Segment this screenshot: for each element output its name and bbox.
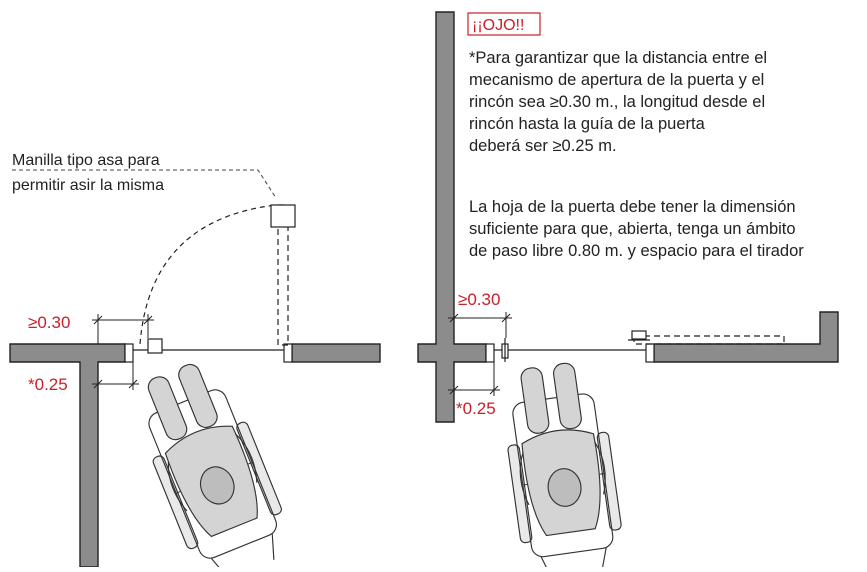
- left-dimension-bottom: [92, 362, 139, 390]
- right-wheelchair-user: [496, 358, 629, 572]
- left-door-swing-arc: [139, 204, 277, 345]
- note2-line: La hoja de la puerta debe tener la dimen…: [469, 198, 796, 216]
- left-leader-line: [12, 169, 277, 199]
- note1-line: rincón sea ≥0.30 m., la longitud desde e…: [469, 93, 765, 111]
- right-door-handle-closed: [501, 338, 509, 362]
- left-door-jamb-left: [124, 343, 134, 363]
- right-dim-top-label: ≥0.30: [458, 290, 500, 309]
- note2-line: de paso libre 0.80 m. y espacio para el …: [469, 242, 804, 260]
- note2-block: La hoja de la puerta debe tener la dimen…: [469, 198, 804, 260]
- right-door-jamb-right: [645, 343, 655, 363]
- handle-label-line2: permitir asir la misma: [12, 177, 164, 194]
- right-door-handle-open: [628, 330, 650, 341]
- left-dimension-top: [92, 314, 154, 344]
- warning-box: [467, 12, 541, 36]
- warning-title: ¡¡OJO!!: [472, 17, 524, 34]
- left-dim-top-label: ≥0.30: [28, 313, 70, 332]
- left-wheelchair-user: [123, 351, 299, 572]
- right-door-open-leaf: [633, 335, 785, 345]
- right-wall-right: [653, 311, 839, 363]
- note1-line: *Para garantizar que la distancia entre …: [469, 49, 767, 67]
- note1-line: deberá ser ≥0.25 m.: [469, 137, 617, 155]
- handle-label-line1: Manilla tipo asa para: [12, 152, 160, 169]
- right-dimension-bottom: [448, 362, 500, 396]
- left-figure: Manilla tipo asa para permitir asir la m…: [9, 152, 381, 572]
- left-door-handle-closed: [147, 338, 163, 354]
- left-door-handle-open: [270, 204, 296, 228]
- right-dim-bottom-label: *0.25: [456, 399, 496, 418]
- note1-block: *Para garantizar que la distancia entre …: [469, 49, 767, 155]
- note2-line: suficiente para que, abierta, tenga un á…: [469, 220, 796, 238]
- left-door-jamb-right: [283, 343, 293, 363]
- note1-line: rincón hasta la guía de la puerta: [469, 115, 706, 133]
- right-dimension-top: [448, 312, 512, 344]
- left-wall-right-section: [291, 343, 381, 363]
- note1-line: mecanismo de apertura de la puerta y el: [469, 71, 764, 89]
- right-figure: ≥0.30 *0.25 ¡¡OJO!! *Para garantizar que…: [417, 11, 839, 572]
- left-dim-bottom-label: *0.25: [28, 375, 68, 394]
- right-door-guide: [485, 343, 495, 363]
